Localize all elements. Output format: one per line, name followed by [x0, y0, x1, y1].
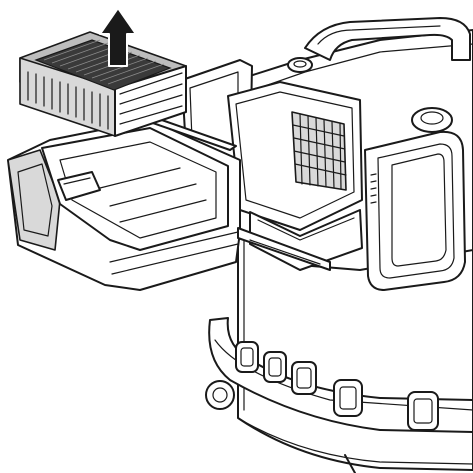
front-control-panel [364, 130, 466, 291]
carry-handle [304, 17, 471, 61]
top-knob [411, 107, 453, 133]
arrow-up-icon [99, 7, 137, 67]
flat-pleated-filter [19, 31, 187, 137]
bumper-slot-3 [291, 361, 317, 395]
bumper-slot-4 [333, 379, 363, 417]
panel-vent [370, 173, 377, 204]
bumper-slot-5 [407, 391, 439, 431]
caster-wheel [205, 380, 356, 473]
drawer-latch [57, 171, 101, 201]
filter-compartment [227, 81, 363, 271]
filter-media [34, 39, 172, 91]
small-knob [287, 57, 313, 73]
base-bumper [208, 317, 473, 433]
intake-grille [291, 111, 347, 191]
bumper-slot-2 [263, 351, 287, 383]
bumper-slot-1 [235, 341, 259, 373]
filter-holder-drawer [7, 119, 241, 291]
